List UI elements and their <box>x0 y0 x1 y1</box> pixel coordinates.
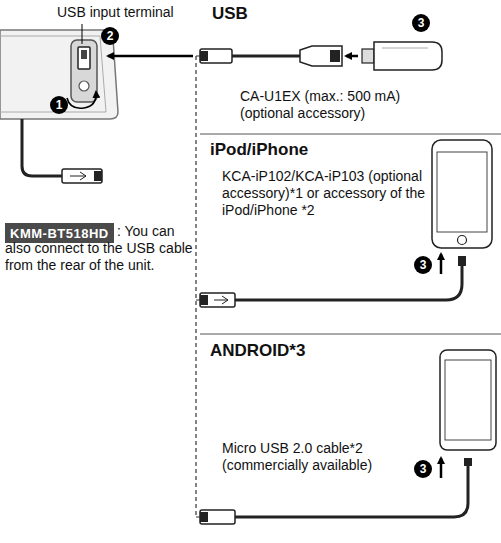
usb-extension-cable <box>200 46 342 66</box>
part-label: USB input terminal <box>57 4 174 21</box>
callout-number: 3 <box>412 14 430 32</box>
iphone <box>200 140 492 307</box>
cable-label: KCA-iP102/KCA-iP103 (optional accessory)… <box>222 168 427 219</box>
section-heading: iPod/iPhone <box>210 140 308 160</box>
head-unit <box>0 30 118 119</box>
callout-number: 3 <box>414 460 432 478</box>
note-text: : You can also connect to the USB cable … <box>5 223 195 274</box>
callout-number: 1 <box>50 96 68 114</box>
android-device <box>200 350 496 524</box>
callout-number: 3 <box>414 256 432 274</box>
cable-label: Micro USB 2.0 cable*2 (commercially avai… <box>222 440 422 474</box>
usb-memory <box>362 42 442 70</box>
cable-label: CA-U1EX (max.: 500 mA) (optional accesso… <box>240 88 445 122</box>
section-heading: USB <box>212 4 248 24</box>
model-name: KMM-BT518HD <box>10 226 109 241</box>
rear-usb-cable <box>22 119 102 183</box>
callout-number: 2 <box>101 27 119 45</box>
section-heading: ANDROID*3 <box>210 341 305 361</box>
